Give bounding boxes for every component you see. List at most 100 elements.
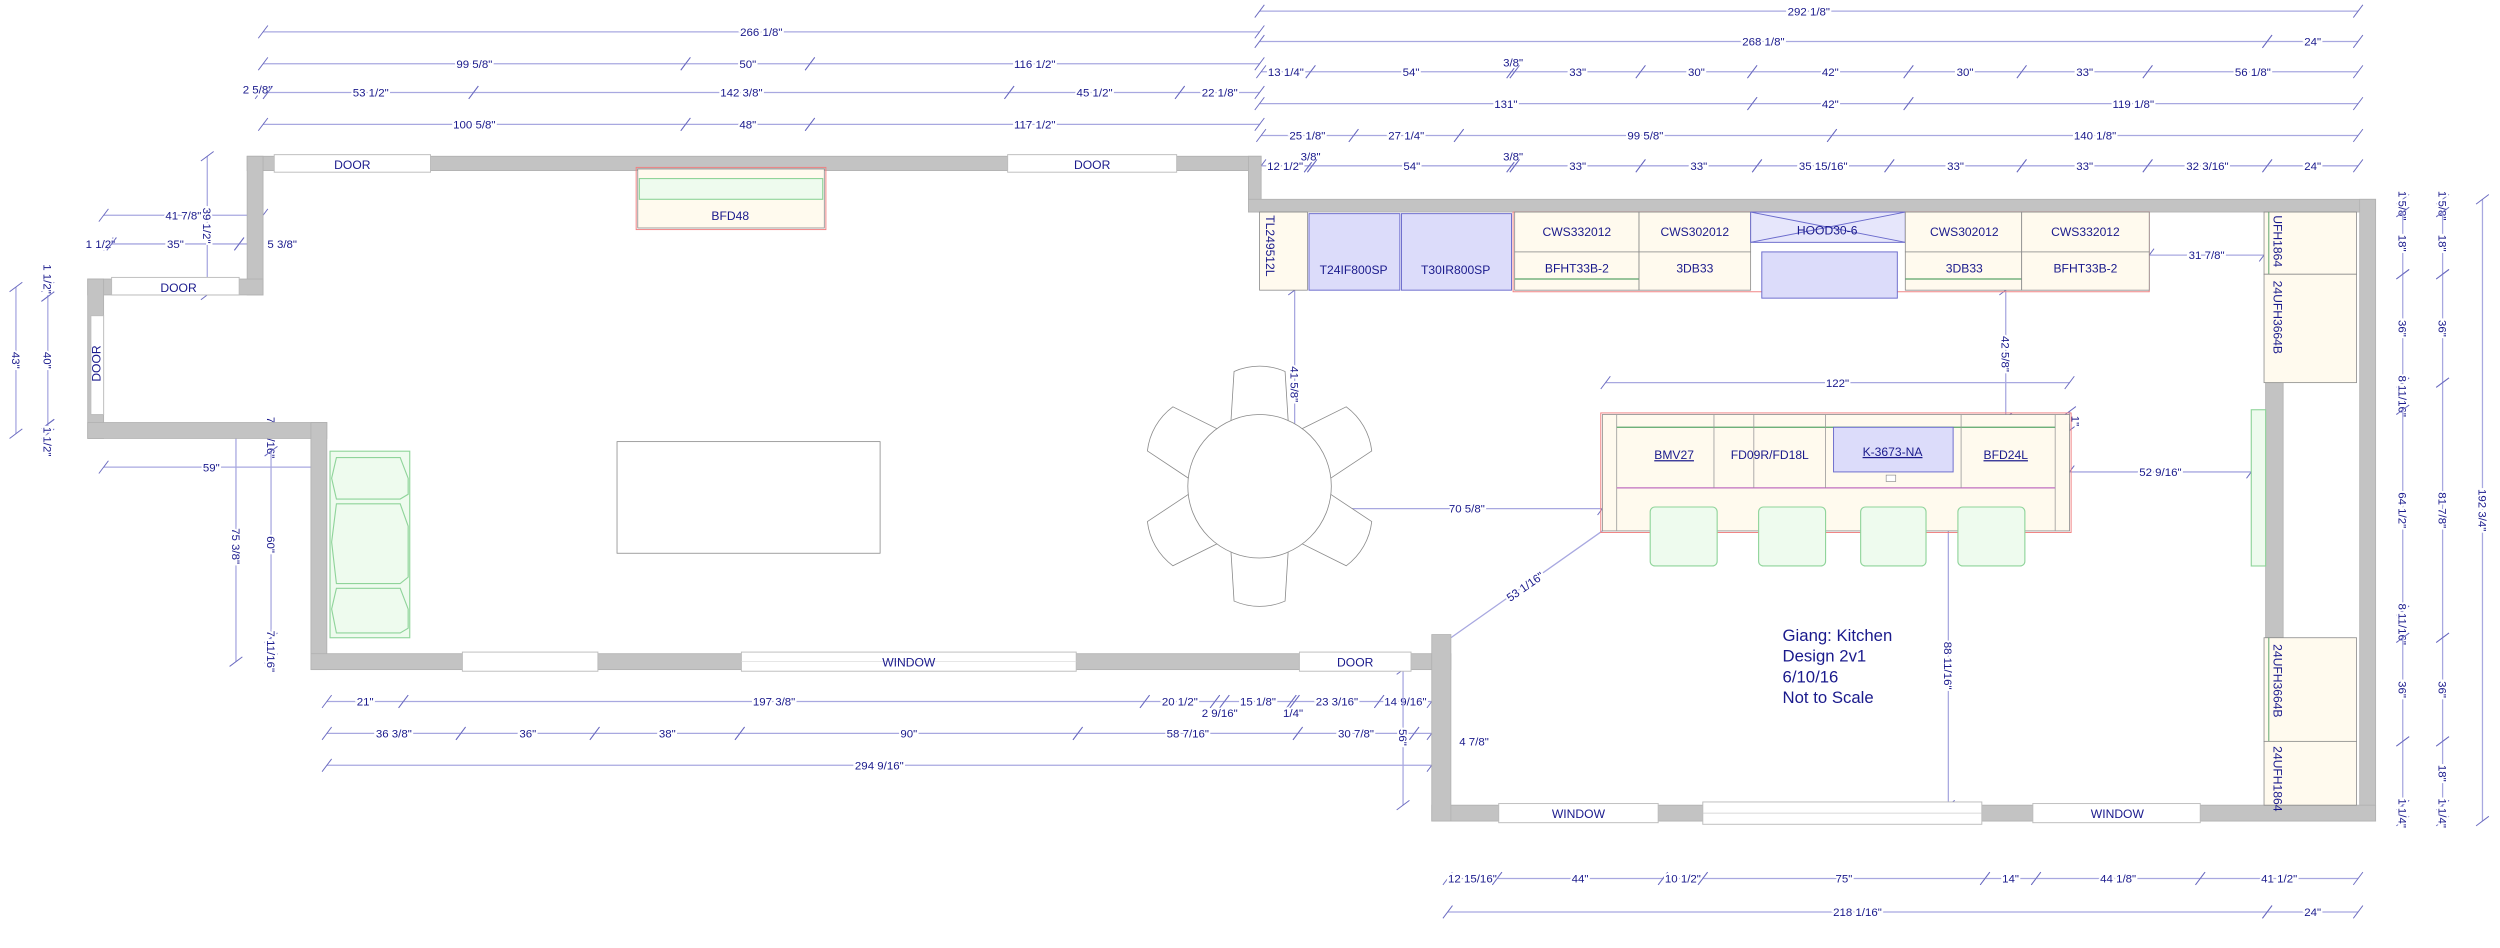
dimension-tick [9, 281, 23, 293]
buffet-cabinet[interactable]: BFD48 [635, 166, 827, 231]
dimension-tick [2435, 736, 2450, 747]
dimension-label: 36" [2435, 320, 2447, 337]
door-living-bottom: DOOR [1298, 651, 1412, 672]
dimension-tick [2030, 871, 2042, 886]
dimension-label: 33" [2076, 67, 2093, 79]
dimension-label: 58 7/16" [1167, 729, 1209, 741]
dimension-label: 44" [1572, 874, 1589, 886]
back-wall-cabinets: TL249512L T24IF800SP T30IR800SP CWS33201… [1259, 211, 2150, 299]
dimension-tick [1286, 694, 1297, 709]
dimension-tick [106, 237, 117, 251]
dimension-label: 75" [1835, 874, 1852, 886]
dimension-label: 1 1/4" [2396, 798, 2408, 828]
dimension-label: 36" [2396, 320, 2408, 337]
pantry-cabinet-top-2[interactable]: 24UFH3664B [2263, 273, 2357, 384]
cabinet-label: T30IR800SP [1421, 263, 1490, 277]
dimension-tick [2352, 4, 2364, 18]
dimension-tick [1453, 128, 1465, 143]
tall-cabinet[interactable]: TL249512L [1259, 211, 1308, 291]
dimension-label: 218 1/16" [1833, 907, 1882, 919]
dimension-tick [2475, 194, 2490, 205]
range-hood[interactable]: HOOD30-6 [1750, 211, 1906, 299]
door-label: DOOR [1074, 158, 1111, 172]
dimension-tick [2195, 871, 2206, 886]
island-cabinet-drawers[interactable]: BFD24L [1984, 448, 2029, 462]
wall-pantry-partition [2265, 382, 2284, 639]
dimension-label: 2 9/16" [1202, 708, 1238, 720]
sofa [329, 450, 411, 639]
base-cabinet-4[interactable]: BFHT33B-2 [2021, 251, 2150, 291]
dimension-label: 59" [203, 462, 220, 474]
wall-living-left [310, 422, 328, 671]
dimension-label: 52 9/16" [2139, 467, 2181, 479]
upper-cabinet-4[interactable]: CWS332012 [2021, 211, 2150, 253]
dimension-tick [257, 117, 269, 132]
dimension-label: 140 1/8" [2074, 131, 2116, 143]
dimension-label: 56" [1396, 729, 1408, 746]
island-cabinet-dishwasher[interactable]: FD09R/FD18L [1731, 448, 1809, 462]
upper-cabinet-3[interactable]: CWS302012 [1904, 211, 2023, 253]
dimension-tick [1254, 57, 1265, 71]
dimension-tick [1303, 159, 1315, 173]
dimension-tick [1509, 65, 1520, 79]
dimension-tick [2352, 871, 2364, 886]
cabinet-label: TL249512L [1263, 215, 1277, 277]
dimension-tick [2396, 194, 2410, 205]
dimension-tick [1174, 85, 1186, 100]
upper-cabinet-1[interactable]: CWS332012 [1514, 211, 1640, 253]
dimension-label: 40" [41, 352, 53, 369]
door-label: DOOR [160, 281, 197, 295]
window-label: WINDOW [882, 655, 936, 669]
pantry-cabinet-bottom-2[interactable]: 24UFH1864 [2263, 740, 2357, 812]
cabinet-label: CWS302012 [1930, 225, 1999, 239]
cabinet-label: T24IF800SP [1320, 263, 1388, 277]
dimension-label: 266 1/8" [740, 27, 782, 39]
dimension-tick [2475, 815, 2490, 827]
dimension-tick [2435, 194, 2450, 205]
dimension-label: 39 1/2" [200, 208, 212, 244]
dimension-label: 4 7/8" [1459, 737, 1489, 749]
dimension-label: 33" [1690, 161, 1707, 173]
dimension-tick [2262, 905, 2273, 919]
dimension-tick [398, 694, 409, 709]
cabinet-label: 3DB33 [1946, 262, 1983, 276]
bar-stool [1649, 506, 1718, 567]
cabinet-label: 24UFH3664B [2271, 281, 2285, 354]
base-cabinet-2[interactable]: 3DB33 [1638, 251, 1752, 291]
pantry-cabinet-top-1[interactable]: UFH1864 [2263, 211, 2357, 383]
dining-table [1146, 365, 1373, 607]
dimension-label: 24" [2304, 161, 2321, 173]
dimension-tick [257, 25, 269, 39]
dimension-label: 33" [1569, 161, 1586, 173]
upper-cabinet-2[interactable]: CWS302012 [1638, 211, 1752, 253]
cabinet-label: BFD48 [711, 209, 749, 223]
dimension-tick [1979, 871, 1991, 886]
wall-kitchen-left [1431, 634, 1452, 822]
dimension-tick [2352, 34, 2364, 49]
refrigerator-2[interactable]: T30IR800SP [1400, 213, 1512, 291]
dimension-tick [41, 281, 55, 293]
dimension-tick [1506, 65, 1517, 79]
dimension-label: 42" [1822, 67, 1839, 79]
dimension-tick [2016, 65, 2027, 79]
dimension-tick [264, 446, 278, 457]
plan-title-block: Giang: Kitchen Design 2v1 6/10/16 Not to… [1783, 626, 1893, 707]
dimension-label: 3/8" [1503, 57, 1523, 69]
pantry-cabinets: UFH1864 24UFH3664B 24UFH3664B 24UFH1864 [2250, 211, 2357, 812]
cabinet-label: HOOD30-6 [1797, 223, 1858, 237]
dimension-tick [103, 237, 114, 251]
cabinet-label: CWS332012 [1543, 225, 1612, 239]
cabinet-label: BFHT33B-2 [1545, 262, 1609, 276]
cabinet-label: BMV27 [1654, 448, 1694, 462]
island-cabinet-microwave[interactable]: BMV27 [1654, 448, 1694, 462]
dimension-label: 41 7/8" [165, 210, 201, 222]
island-sink[interactable]: K-3673-NA [1833, 426, 1954, 482]
dimension-tick [1884, 159, 1895, 173]
dimension-label: 70 5/8" [1449, 504, 1485, 516]
dimension-label: 294 9/16" [855, 760, 904, 772]
window-label: WINDOW [2091, 807, 2145, 821]
scale-note: Not to Scale [1783, 688, 1874, 707]
cabinet-label: 24UFH1864 [2271, 746, 2285, 812]
dimension-label: 18" [2435, 235, 2447, 252]
refrigerator-1[interactable]: T24IF800SP [1308, 213, 1401, 291]
